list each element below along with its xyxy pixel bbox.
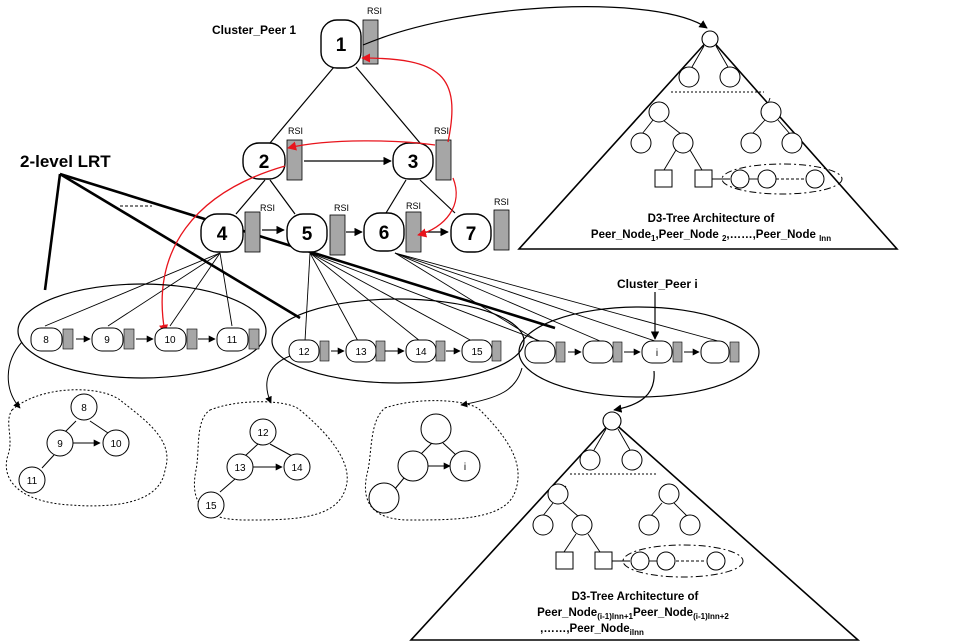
cluster-peer-1-label: Cluster_Peer 1 [212,23,296,37]
subtree-3: i [364,400,519,521]
list-node [700,340,740,364]
tree-node [420,413,452,445]
svg-text:RSI: RSI [367,6,382,16]
cluster-ellipse-2: 12 13 14 15 [271,298,525,384]
tree-node: 9 [46,429,74,457]
svg-text:RSI: RSI [288,126,303,136]
node4-edges [44,252,233,327]
arrow-to-bottom-d3 [613,370,655,413]
tree-node: i [449,450,481,482]
subtree-1: 8 9 10 11 [5,389,168,507]
svg-text:9: 9 [104,335,110,346]
svg-text:12: 12 [298,347,310,358]
svg-text:8: 8 [81,403,87,414]
arrow-to-top-d3 [362,6,708,46]
svg-text:10: 10 [110,439,122,450]
list-node: i [641,340,683,364]
svg-text:i: i [656,348,658,359]
d3-bottom-caption-line2: Peer_Node(i-1)lnn+1Peer_Node(i-1)lnn+2 [537,607,729,621]
svg-text:6: 6 [379,223,390,244]
svg-text:9: 9 [57,439,63,450]
svg-text:RSI: RSI [494,197,509,207]
subtree-2: 12 13 14 15 [193,401,348,521]
tree-node: 13 [226,453,254,481]
cluster-ellipse-1: 8 9 10 11 [17,283,267,379]
list-node: 14 [405,339,446,363]
node-6: 6 RSI [363,201,422,253]
rsi-box [244,211,261,253]
list-node [524,340,566,364]
svg-text:RSI: RSI [260,203,275,213]
d3-tree-bottom: D3-Tree Architecture of Peer_Node(i-1)ln… [409,411,861,641]
node-7: 7 RSI [450,197,510,253]
svg-text:RSI: RSI [334,203,349,213]
svg-text:3: 3 [408,152,419,173]
list-node: 15 [461,339,502,363]
red-arrows [159,53,457,334]
svg-text:i: i [464,462,466,473]
tree-node: 11 [18,466,46,494]
rsi-box [329,214,346,256]
d3-top-caption-line2: Peer_Node1,Peer_Node 2,……,Peer_Node lnn [591,229,831,243]
rsi-box [405,211,422,253]
rsi-box [435,139,452,181]
cluster-peer-i-label: Cluster_Peer i [617,277,698,291]
svg-text:8: 8 [43,335,49,346]
cluster-ellipse-3: i [518,306,760,398]
svg-text:15: 15 [471,347,483,358]
svg-text:11: 11 [227,335,238,346]
svg-text:14: 14 [415,347,427,358]
tree-node: 12 [249,418,277,446]
node5-edges [304,252,541,342]
svg-text:1: 1 [336,35,347,56]
svg-text:4: 4 [217,224,228,245]
tree-node: 8 [70,393,98,421]
tree-node: 15 [197,491,225,519]
svg-text:13: 13 [355,347,367,358]
node-4: 4 RSI [200,203,275,253]
svg-text:12: 12 [257,428,269,439]
top-tree-edges [235,66,456,215]
list-node: 10 [154,327,198,352]
d3-bottom-caption-line3: ,……,Peer_Nodeilnn [540,623,644,637]
tree-node: 14 [283,453,311,481]
node-3: 3 RSI [392,126,452,181]
node6-edges [394,252,719,342]
node-2: 2 RSI [242,126,303,181]
list-node [582,340,623,364]
tree-node: 10 [102,429,130,457]
svg-text:7: 7 [466,224,477,245]
rsi-box [493,209,510,251]
svg-text:11: 11 [27,476,38,487]
two-level-lrt-label: 2-level LRT [20,152,111,171]
svg-text:5: 5 [302,224,313,245]
d3-top-caption-line1: D3-Tree Architecture of [648,213,775,225]
svg-text:RSI: RSI [434,126,449,136]
node-5: 5 RSI [286,203,349,256]
list-node: 13 [345,339,386,363]
list-node: 11 [216,327,260,352]
list-node: 8 [30,327,74,352]
svg-text:15: 15 [205,501,217,512]
svg-text:RSI: RSI [406,201,421,211]
d3-tree-top: D3-Tree Architecture of Peer_Node1,Peer_… [517,30,899,250]
svg-text:2: 2 [259,152,270,173]
list-node: 12 [288,339,330,363]
tree-node [397,450,429,482]
list-node: 9 [91,327,135,352]
svg-text:14: 14 [291,463,303,474]
svg-text:10: 10 [164,335,176,346]
tree-node [368,482,400,514]
svg-text:13: 13 [234,463,246,474]
cluster-to-subtree-arrows [7,341,523,409]
d3-bottom-caption-line1: D3-Tree Architecture of [572,591,699,603]
